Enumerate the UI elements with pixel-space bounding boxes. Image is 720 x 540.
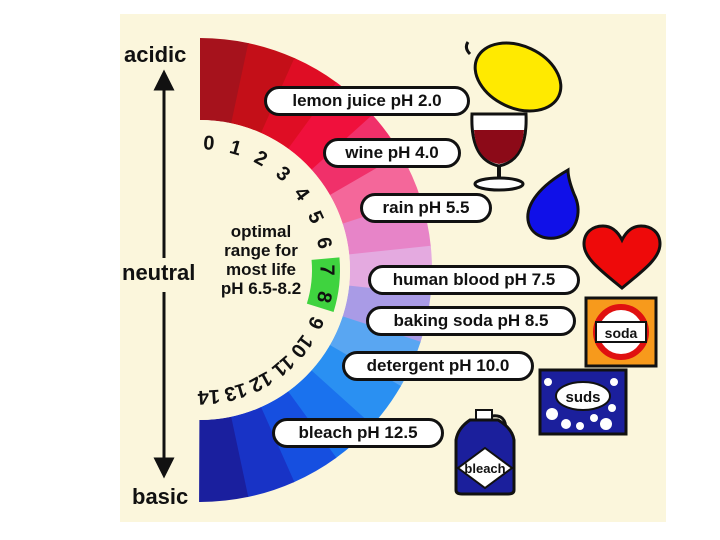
- optimal-range-highlight: [306, 257, 340, 312]
- arc-segment: [200, 38, 250, 124]
- raindrop-icon: [526, 167, 580, 240]
- human-blood-pill: human blood pH 7.5: [368, 265, 580, 295]
- scale-number-0: 0: [203, 132, 216, 155]
- scale-number-6: 6: [312, 235, 336, 251]
- soda-sign-icon: soda: [584, 296, 658, 368]
- suds-label: suds: [565, 389, 600, 406]
- bleach-pill: bleach pH 12.5: [272, 418, 444, 448]
- optimal-note-line-1: optimal: [230, 222, 292, 241]
- arc-segment: [329, 154, 421, 225]
- scale-number-8: 8: [312, 289, 336, 305]
- optimal-note-line-4: pH 6.5-8.2: [220, 279, 302, 298]
- optimal-note-line-3: most life: [226, 260, 296, 279]
- arc-segment: [311, 345, 401, 426]
- optimal-range-note: optimal range for most life pH 6.5-8.2: [212, 222, 310, 298]
- bleach-label: bleach: [464, 461, 505, 476]
- neutral-label: neutral: [122, 260, 196, 285]
- wine-glass-icon: [470, 112, 528, 192]
- detergent-pill: detergent pH 10.0: [342, 351, 534, 381]
- optimal-note-line-2: range for: [224, 241, 298, 260]
- lemon-icon: [464, 41, 563, 113]
- scale-number-14: 14: [196, 385, 221, 409]
- suds-box-icon: suds: [538, 368, 628, 436]
- rain-pill: rain pH 5.5: [360, 193, 492, 223]
- arc-segment: [199, 416, 249, 502]
- bleach-jug-icon: bleach: [454, 409, 516, 496]
- lemon-juice-pill: lemon juice pH 2.0: [264, 86, 470, 116]
- soda-label: soda: [605, 325, 638, 341]
- arc-segment: [230, 407, 295, 498]
- wine-pill: wine pH 4.0: [323, 138, 461, 168]
- arc-inner-area: [200, 120, 350, 420]
- heart-icon: [582, 224, 662, 290]
- acidic-label: acidic: [124, 42, 187, 67]
- basic-label: basic: [132, 484, 189, 509]
- baking-soda-pill: baking soda pH 8.5: [366, 306, 576, 336]
- scale-number-7: 7: [316, 264, 338, 275]
- arc-segment: [231, 43, 296, 134]
